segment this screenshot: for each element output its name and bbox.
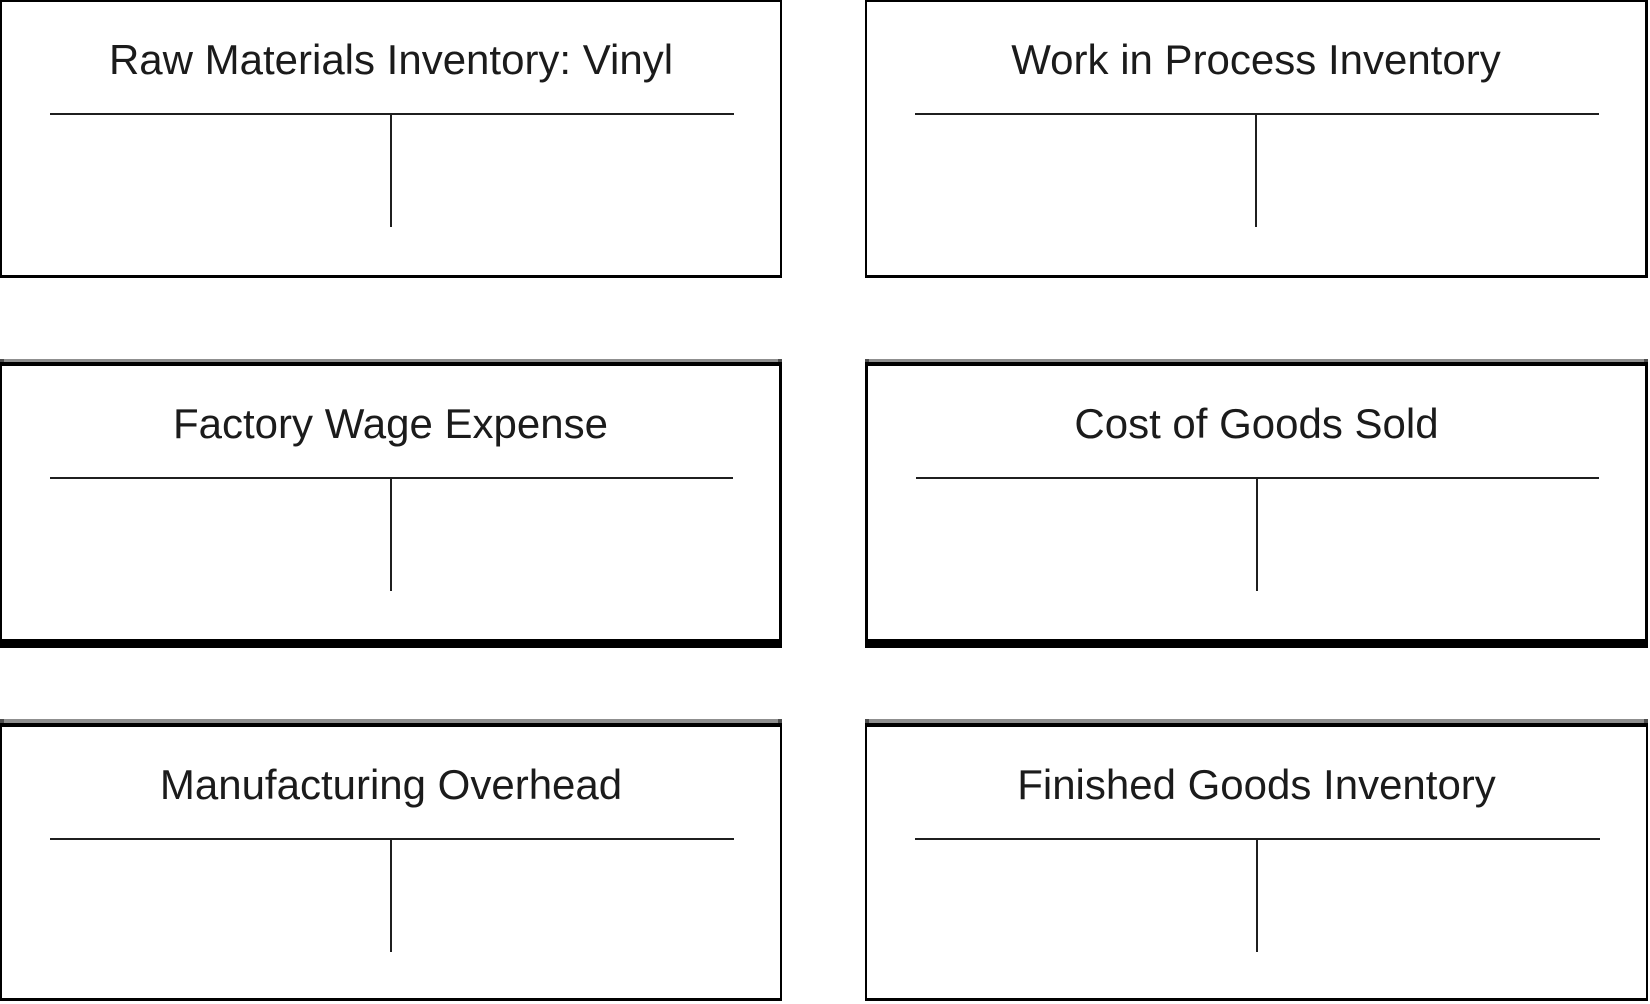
box-top-shadow-strip xyxy=(865,359,1648,362)
t-account-title: Raw Materials Inventory: Vinyl xyxy=(108,36,674,83)
t-account-vertical-rule xyxy=(1255,838,1258,952)
t-account-work-in-process-inventory: Work in Process Inventory xyxy=(865,0,1648,278)
t-account-cost-of-goods-sold: Cost of Goods Sold xyxy=(865,362,1648,648)
t-account-manufacturing-overhead: Manufacturing Overhead xyxy=(0,723,782,1001)
t-account-title: Work in Process Inventory xyxy=(1011,36,1501,83)
t-account-vertical-rule xyxy=(390,113,392,227)
t-account-horizontal-rule xyxy=(50,113,734,115)
t-account-title: Manufacturing Overhead xyxy=(159,761,623,808)
t-account-raw-materials-vinyl: Raw Materials Inventory: Vinyl xyxy=(0,0,782,278)
t-account-vertical-rule xyxy=(390,838,392,952)
t-account-horizontal-rule xyxy=(915,838,1600,840)
t-account-horizontal-rule xyxy=(916,477,1599,479)
t-account-horizontal-rule xyxy=(50,838,734,840)
t-account-vertical-rule xyxy=(389,477,392,591)
t-account-title: Finished Goods Inventory xyxy=(1017,761,1496,808)
box-top-shadow-strip xyxy=(0,719,782,723)
t-account-title: Cost of Goods Sold xyxy=(1074,400,1439,447)
t-account-finished-goods-inventory: Finished Goods Inventory xyxy=(865,723,1648,1001)
t-account-horizontal-rule xyxy=(915,113,1599,115)
t-account-vertical-rule xyxy=(1255,113,1257,227)
box-top-shadow-strip xyxy=(0,359,782,362)
t-account-horizontal-rule xyxy=(50,477,733,479)
t-account-factory-wage-expense: Factory Wage Expense xyxy=(0,362,782,648)
t-account-title: Factory Wage Expense xyxy=(173,400,608,447)
box-top-shadow-strip xyxy=(865,719,1648,723)
t-account-vertical-rule xyxy=(1255,477,1258,591)
